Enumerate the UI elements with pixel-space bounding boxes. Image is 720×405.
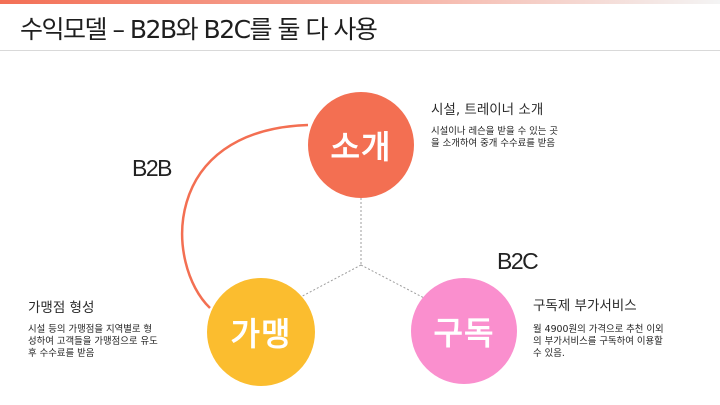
franchise-description: 시설 등의 가맹점을 지역별로 형 성하여 고객들을 가맹점으로 유도 후 수수… [28, 324, 158, 359]
top-accent-stripe [0, 0, 720, 4]
connector-franchise [294, 264, 362, 301]
subscribe-description: 월 4900원의 가격으로 추천 이외 의 부가서비스를 구독하여 이용할 수 … [533, 324, 664, 359]
node-subscribe-label: 구독 [433, 314, 495, 352]
node-franchise: 가맹 [207, 278, 315, 386]
node-intro: 소개 [308, 92, 414, 198]
intro-heading: 시설, 트레이너 소개 [431, 102, 544, 118]
connector-subscribe [360, 264, 429, 301]
node-franchise-label: 가맹 [230, 315, 292, 353]
b2c-label: B2C [497, 248, 539, 274]
b2b-label: B2B [132, 155, 172, 181]
subscribe-heading: 구독제 부가서비스 [533, 298, 637, 314]
b2b-arc [180, 123, 309, 309]
node-subscribe: 구독 [411, 278, 517, 384]
franchise-heading: 가맹점 형성 [28, 300, 95, 316]
page-title: 수익모델 – B2B와 B2C를 둘 다 사용 [20, 15, 378, 44]
node-intro-label: 소개 [330, 128, 392, 166]
title-divider [0, 50, 720, 51]
intro-description: 시설이나 레슨을 받을 수 있는 곳 을 소개하여 중개 수수료를 받음 [431, 126, 559, 149]
